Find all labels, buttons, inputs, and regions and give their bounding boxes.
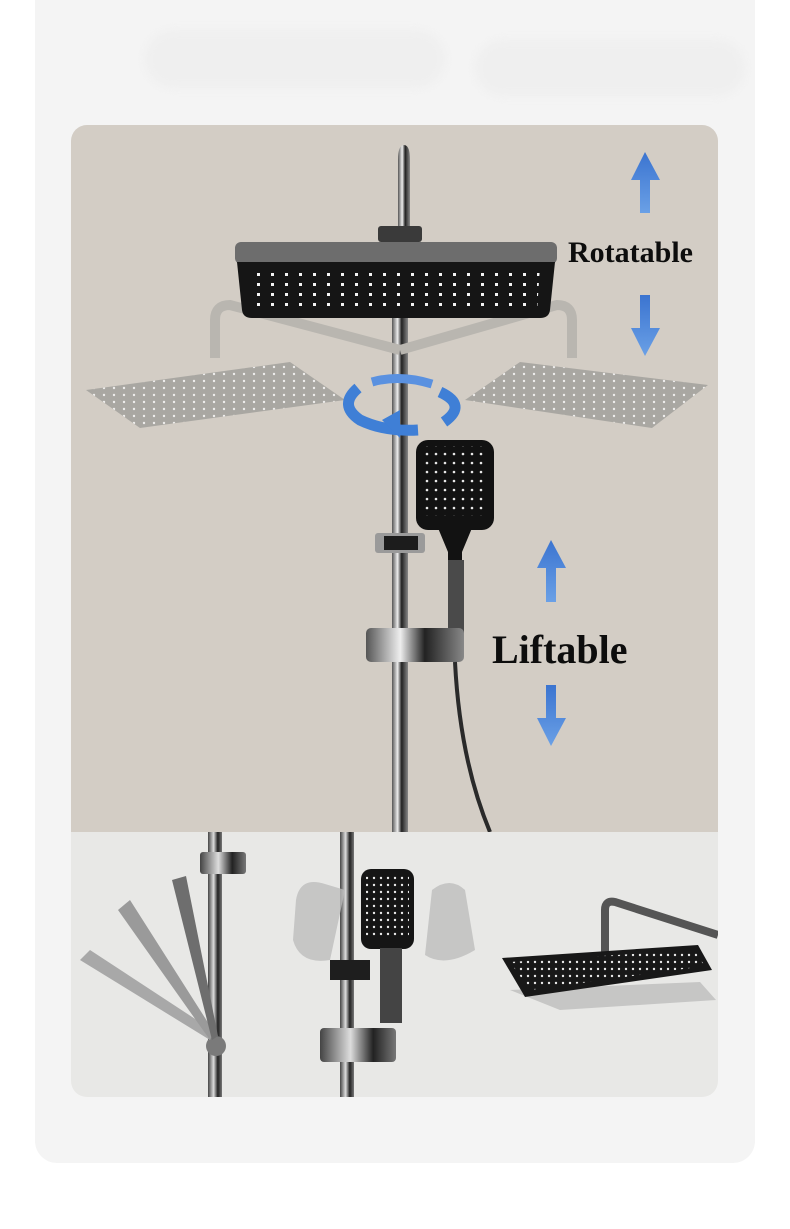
riser-pipe — [392, 290, 408, 832]
main-shower-head — [235, 242, 557, 264]
detail-views-illustration — [80, 832, 718, 1097]
slide-bar-clamp — [366, 628, 464, 662]
arrow-down-icon — [537, 685, 566, 746]
arrow-down-icon — [631, 295, 660, 356]
shower-system-illustration — [86, 145, 708, 832]
liftable-label: Liftable — [492, 627, 628, 672]
hand-shower-tilt-side-view — [80, 832, 246, 1097]
blurred-header-shape-right — [475, 40, 745, 96]
arrow-up-icon — [631, 152, 660, 213]
overhead-shower-tilt-view — [502, 897, 718, 1010]
arrow-up-icon — [537, 540, 566, 602]
detail-strip — [71, 832, 718, 1097]
hero-panel — [71, 125, 718, 832]
hand-shower-swivel-front-view — [293, 832, 475, 1097]
rotate-circular-arrow-icon — [343, 374, 461, 438]
blurred-header-shape-left — [145, 30, 445, 88]
rotatable-label: Rotatable — [568, 236, 693, 269]
blurred-header — [145, 18, 745, 98]
